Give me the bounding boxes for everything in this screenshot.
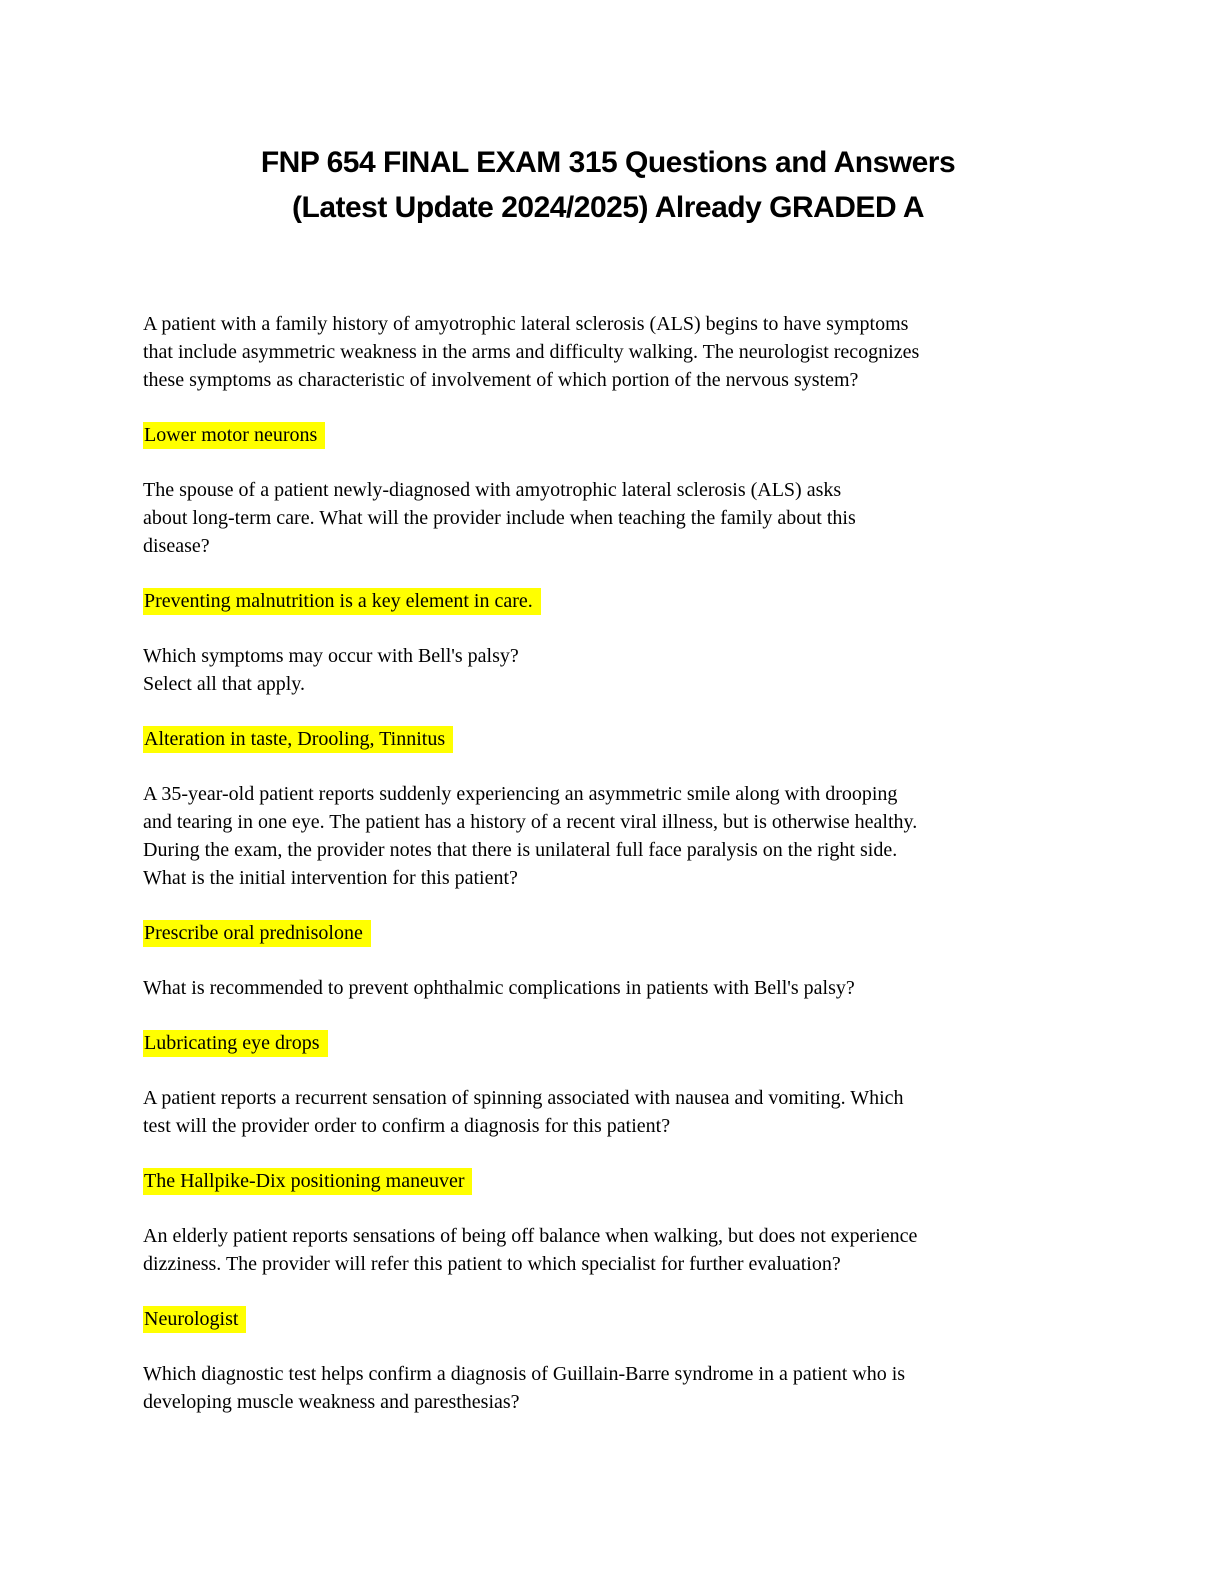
answer-highlight: Lubricating eye drops bbox=[143, 1030, 328, 1057]
document-content: FNP 654 FINAL EXAM 315 Questions and Ans… bbox=[143, 140, 1073, 1443]
answer-line: Alteration in taste, Drooling, Tinnitus bbox=[143, 725, 1073, 753]
answer-highlight: Neurologist bbox=[143, 1306, 247, 1333]
answer-highlight: Alteration in taste, Drooling, Tinnitus bbox=[143, 726, 454, 753]
answer-line: Lubricating eye drops bbox=[143, 1029, 1073, 1057]
answer-line: Neurologist bbox=[143, 1305, 1073, 1333]
answer-line: The Hallpike-Dix positioning maneuver bbox=[143, 1167, 1073, 1195]
answer-line: Prescribe oral prednisolone bbox=[143, 919, 1073, 947]
question-text: A patient reports a recurrent sensation … bbox=[143, 1087, 904, 1137]
question-text: A patient with a family history of amyot… bbox=[143, 313, 920, 391]
document-title-line1: FNP 654 FINAL EXAM 315 Questions and Ans… bbox=[260, 146, 956, 179]
answer-line: Lower motor neurons bbox=[143, 421, 1073, 449]
answer-highlight: Preventing malnutrition is a key element… bbox=[143, 588, 541, 615]
question-text: An elderly patient reports sensations of… bbox=[143, 1225, 918, 1275]
question-text: Which symptoms may occur with Bell's pal… bbox=[143, 645, 519, 695]
question-text: Which diagnostic test helps confirm a di… bbox=[143, 1363, 906, 1413]
question-text: The spouse of a patient newly-diagnosed … bbox=[143, 479, 856, 557]
answer-highlight: Lower motor neurons bbox=[143, 422, 326, 449]
answer-line: Preventing malnutrition is a key element… bbox=[143, 587, 1073, 615]
document-title: FNP 654 FINAL EXAM 315 Questions and Ans… bbox=[143, 140, 1073, 230]
document-title-line2: (Latest Update 2024/2025) Already GRADED… bbox=[292, 191, 925, 224]
answer-highlight: The Hallpike-Dix positioning maneuver bbox=[143, 1168, 473, 1195]
answer-highlight: Prescribe oral prednisolone bbox=[143, 920, 371, 947]
question-text: What is recommended to prevent ophthalmi… bbox=[143, 977, 855, 999]
question-text: A 35-year-old patient reports suddenly e… bbox=[143, 783, 918, 889]
